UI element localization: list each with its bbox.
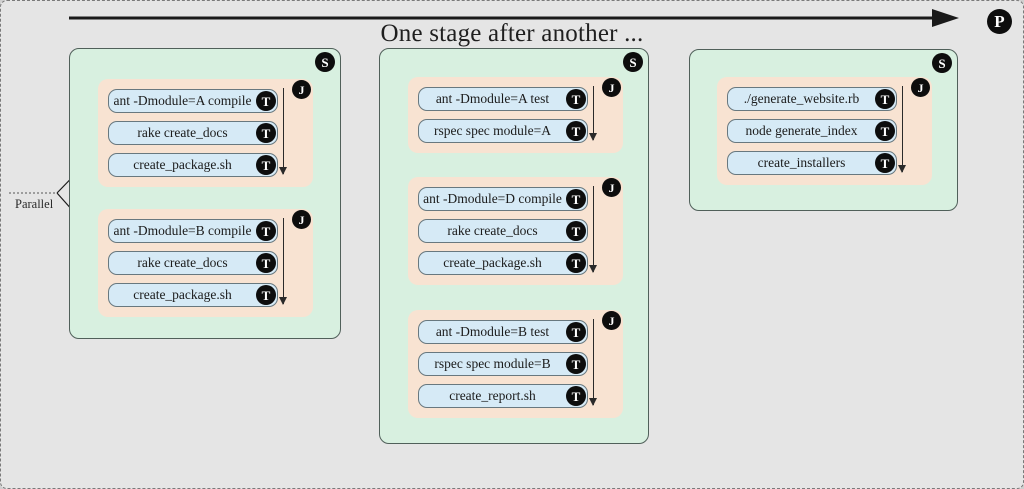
task-label: create_package.sh xyxy=(133,287,232,302)
task-pill: create_package.sh T xyxy=(418,251,588,275)
job-sequence-arrow xyxy=(592,86,594,140)
stage-box-1: S J ant -Dmodule=A compile T rake create… xyxy=(69,48,341,339)
task-pill: create_report.sh T xyxy=(418,384,588,408)
task-badge: T xyxy=(566,221,586,241)
job-badge: J xyxy=(911,78,930,97)
job-box-2-1: J ant -Dmodule=A test T rspec spec modul… xyxy=(408,77,623,153)
task-pill: rspec spec module=A T xyxy=(418,119,588,143)
task-label: rake create_docs xyxy=(137,255,228,270)
task-pill: ant -Dmodule=B test T xyxy=(418,320,588,344)
task-badge: T xyxy=(875,89,895,109)
task-badge: T xyxy=(566,386,586,406)
task-label: ant -Dmodule=D compile xyxy=(423,191,562,206)
stage-box-2: S J ant -Dmodule=A test T rspec spec mod… xyxy=(379,48,649,444)
task-pill: create_package.sh T xyxy=(108,153,278,177)
task-label: ant -Dmodule=B compile xyxy=(113,223,252,238)
task-label: rake create_docs xyxy=(447,223,538,238)
job-badge: J xyxy=(602,311,621,330)
task-label: rake create_docs xyxy=(137,125,228,140)
task-pill: ant -Dmodule=A compile T xyxy=(108,89,278,113)
task-label: create_package.sh xyxy=(133,157,232,172)
task-pill: create_package.sh T xyxy=(108,283,278,307)
stage-badge: S xyxy=(932,53,952,73)
job-box-2-2: J ant -Dmodule=D compile T rake create_d… xyxy=(408,177,623,285)
job-badge: J xyxy=(602,78,621,97)
task-pill: node generate_index T xyxy=(727,119,897,143)
task-badge: T xyxy=(256,155,276,175)
job-sequence-arrow xyxy=(592,186,594,272)
task-pill: rake create_docs T xyxy=(108,251,278,275)
task-label: create_package.sh xyxy=(443,255,542,270)
task-pill: rake create_docs T xyxy=(108,121,278,145)
task-label: rspec spec module=B xyxy=(434,356,551,371)
task-badge: T xyxy=(566,322,586,342)
pipeline-badge: P xyxy=(987,9,1012,34)
job-sequence-arrow xyxy=(592,319,594,405)
task-badge: T xyxy=(256,91,276,111)
job-badge: J xyxy=(292,210,311,229)
job-sequence-arrow xyxy=(282,218,284,304)
job-box-2-3: J ant -Dmodule=B test T rspec spec modul… xyxy=(408,310,623,418)
job-box-1-1: J ant -Dmodule=A compile T rake create_d… xyxy=(98,79,313,187)
task-pill: ./generate_website.rb T xyxy=(727,87,897,111)
task-label: rspec spec module=A xyxy=(433,123,552,138)
task-label: create_report.sh xyxy=(449,388,536,403)
task-badge: T xyxy=(566,121,586,141)
task-badge: T xyxy=(256,253,276,273)
task-label: ant -Dmodule=A compile xyxy=(113,93,252,108)
task-pill: create_installers T xyxy=(727,151,897,175)
task-label: create_installers xyxy=(757,155,846,170)
task-label: ./generate_website.rb xyxy=(743,91,860,106)
task-badge: T xyxy=(566,354,586,374)
parallel-label: Parallel xyxy=(15,197,54,211)
task-badge: T xyxy=(256,285,276,305)
task-label: ant -Dmodule=B test xyxy=(435,324,550,339)
job-sequence-arrow xyxy=(282,88,284,174)
task-label: ant -Dmodule=A test xyxy=(435,91,550,106)
task-badge: T xyxy=(875,153,895,173)
stage-box-3: S J ./generate_website.rb T node generat… xyxy=(689,49,958,211)
task-badge: T xyxy=(875,121,895,141)
job-badge: J xyxy=(602,178,621,197)
task-pill: rake create_docs T xyxy=(418,219,588,243)
diagram-title: One stage after another ... xyxy=(380,20,644,47)
task-pill: ant -Dmodule=D compile T xyxy=(418,187,588,211)
task-pill: ant -Dmodule=A test T xyxy=(418,87,588,111)
job-box-3-1: J ./generate_website.rb T node generate_… xyxy=(717,77,932,185)
task-badge: T xyxy=(566,253,586,273)
task-badge: T xyxy=(566,89,586,109)
task-pill: rspec spec module=B T xyxy=(418,352,588,376)
job-badge: J xyxy=(292,80,311,99)
task-badge: T xyxy=(256,123,276,143)
task-badge: T xyxy=(256,221,276,241)
task-badge: T xyxy=(566,189,586,209)
job-box-1-2: J ant -Dmodule=B compile T rake create_d… xyxy=(98,209,313,317)
stage-badge: S xyxy=(623,52,643,72)
stage-badge: S xyxy=(315,52,335,72)
task-label: node generate_index xyxy=(745,123,858,138)
job-sequence-arrow xyxy=(901,86,903,172)
task-pill: ant -Dmodule=B compile T xyxy=(108,219,278,243)
